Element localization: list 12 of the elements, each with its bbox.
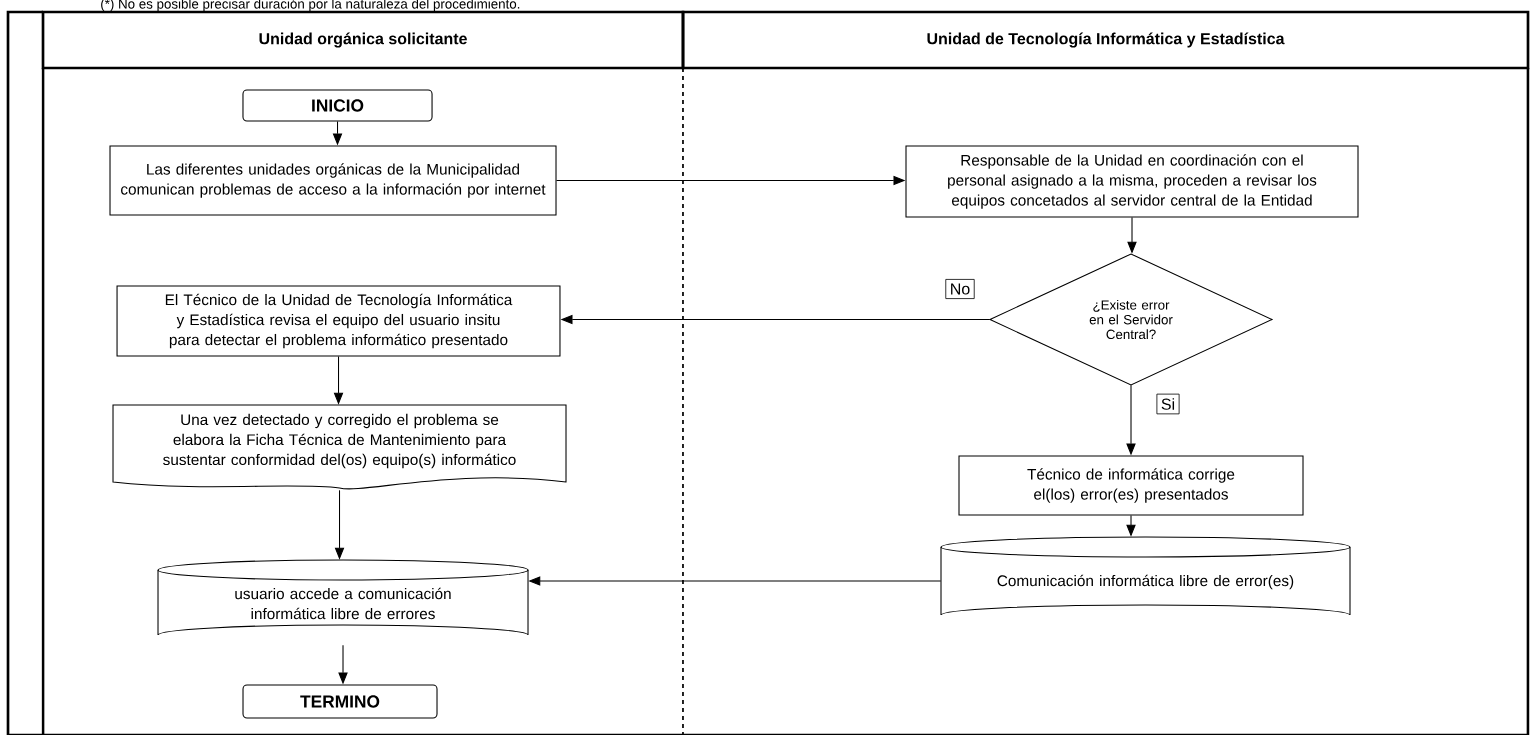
edge-label: Si — [1156, 393, 1180, 415]
edge-label: No — [945, 279, 975, 299]
terminal-box: INICIO — [242, 89, 433, 122]
process-box: Técnico de informática corrige el(los) error(es) presentados — [958, 455, 1304, 516]
node-label: Comunicación informática libre de error(es) — [997, 574, 1294, 590]
storage-cylinder: usuario accede a comunicación informática libre de errores — [157, 559, 529, 636]
process-box: Las diferentes unidades orgánicas de la Municipalidad comunican problemas de acceso a la información por internet — [109, 145, 557, 216]
storage-cylinder: Comunicación informática libre de error(es) — [940, 536, 1351, 616]
process-box: El Técnico de la Unidad de Tecnología Informática y Estadística revisa el equipo del usuario insitu para detectar el problema informático presentado — [116, 285, 561, 357]
terminal-box: TERMINO — [242, 684, 438, 719]
node-label: usuario accede a comunicación informática libre de errores — [235, 587, 451, 620]
process-box: Responsable de la Unidad en coordinación con el personal asignado a la misma, proceden a revisar los equipos concetados al servidor central de la Entidad — [905, 145, 1359, 218]
